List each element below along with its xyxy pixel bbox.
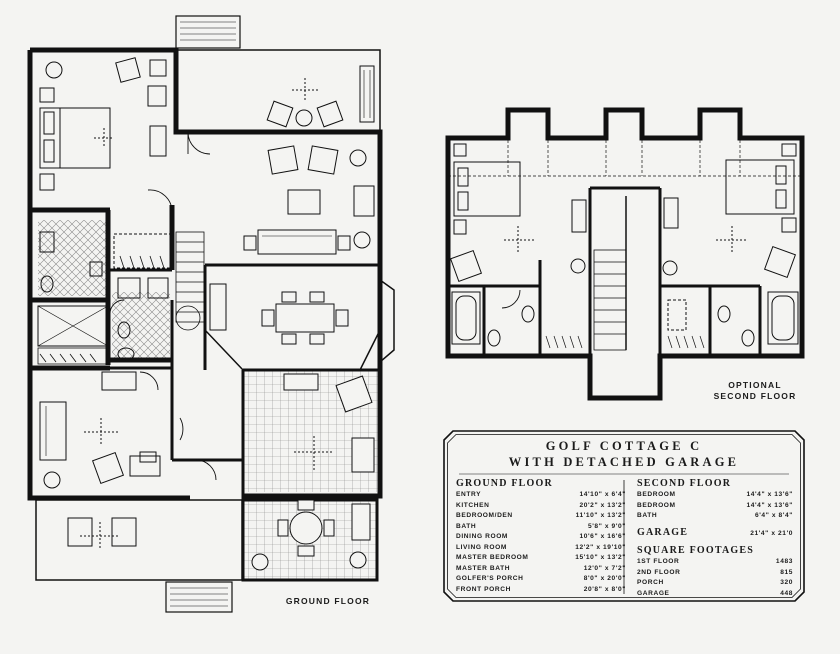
room-size: 6'4" x 8'4" — [755, 512, 793, 519]
room-row: BATH 6'4" x 8'4" — [637, 511, 793, 522]
front-steps — [175, 15, 241, 49]
second-floor-baths — [451, 291, 799, 349]
sqft-value: 1483 — [775, 558, 793, 565]
room-name: DINING ROOM — [456, 533, 509, 540]
room-name: BEDROOM — [637, 491, 676, 498]
front-porch-chairs — [67, 517, 137, 550]
legend-ground-floor-column: GROUND FLOOR ENTRY 14'10" x 6'4" KITCHEN 2… — [456, 478, 626, 595]
porch-chairs — [266, 65, 375, 128]
door-swings — [109, 131, 521, 481]
room-size: 14'10" x 6'4" — [579, 491, 626, 498]
room-row: MASTER BATH 12'0" x 7'2" — [456, 564, 626, 575]
room-name: BEDROOM/DEN — [456, 512, 513, 519]
second-floor-plan — [445, 107, 805, 401]
second-floor-bedroom-left — [449, 143, 587, 283]
room-size: 20'8" x 8'0" — [583, 585, 626, 593]
room-name: LIVING ROOM — [456, 543, 507, 551]
bath-fixtures — [37, 231, 171, 361]
room-size: 5'8" x 9'0" — [588, 522, 626, 530]
room-name: MASTER BATH — [456, 564, 511, 572]
room-size: 10'6" x 16'6" — [579, 533, 626, 540]
ground-floor-plan — [27, 15, 521, 613]
bath-tile-floor — [38, 220, 106, 296]
ground-floor-heading: GROUND FLOOR — [456, 478, 553, 489]
room-size: 14'4" x 13'6" — [746, 491, 793, 498]
master-bath-tile-floor — [112, 292, 170, 358]
second-floor-bedroom-right — [662, 143, 797, 279]
room-name: ENTRY — [456, 491, 482, 498]
staircase — [175, 231, 205, 331]
second-floor-caption-line2: SECOND FLOOR — [713, 391, 797, 401]
room-name: MASTER BEDROOM — [456, 554, 529, 561]
interior-walls — [36, 263, 380, 500]
room-row: LIVING ROOM 12'2" x 19'10" — [456, 543, 626, 554]
room-size: 12'0" x 7'2" — [583, 564, 626, 572]
living-room-furniture — [243, 145, 375, 255]
closets — [37, 255, 165, 365]
room-size: 15'10" x 13'2" — [575, 554, 626, 561]
second-floor-caption-line1: OPTIONAL — [728, 380, 782, 390]
second-floor-caption: OPTIONAL SECOND FLOOR — [705, 380, 805, 402]
legend-second-floor-column: SECOND FLOOR BEDROOM 14'4" x 13'6" BEDROO… — [637, 478, 793, 599]
sqft-row: 1ST FLOOR 1483 — [637, 557, 793, 568]
legend-title-line2: WITH DETACHED GARAGE — [508, 455, 740, 469]
porch-table — [251, 499, 371, 571]
room-size: 20'2" x 13'2" — [579, 501, 626, 509]
room-size: 12'2" x 19'10" — [575, 543, 626, 551]
room-name: BATH — [637, 512, 658, 519]
room-row: MASTER BEDROOM 15'10" x 13'2" — [456, 553, 626, 564]
second-floor-stairs — [593, 196, 627, 351]
room-row: GOLFER'S PORCH 8'0" x 20'0" — [456, 574, 626, 585]
dining-table — [209, 283, 349, 345]
legend-border — [443, 430, 805, 602]
sqft-label: GARAGE — [637, 589, 670, 597]
sqft-label: PORCH — [637, 579, 664, 586]
golfers-porch-outline — [176, 49, 381, 132]
room-row: BATH 5'8" x 9'0" — [456, 522, 626, 533]
sqft-label: 1ST FLOOR — [637, 558, 680, 565]
sqft-value: 448 — [780, 589, 793, 597]
front-porch-outline — [35, 499, 243, 581]
porch-steps — [165, 581, 233, 613]
room-name: KITCHEN — [456, 501, 490, 509]
room-name: GOLFER'S PORCH — [456, 575, 524, 582]
room-name: BEDROOM — [637, 501, 676, 509]
sqft-row: GARAGE 448 — [637, 589, 793, 600]
room-row: BEDROOM 14'4" x 13'6" — [637, 501, 793, 512]
garage-heading: GARAGE — [637, 526, 689, 538]
legend-panel: GOLF COTTAGE C WITH DETACHED GARAGE GROU… — [443, 430, 805, 602]
bedroom-chairs — [45, 57, 167, 157]
master-bed — [39, 87, 114, 191]
room-row: BEDROOM/DEN 11'10" x 13'2" — [456, 511, 626, 522]
room-row: FRONT PORCH 20'8" x 8'0" — [456, 585, 626, 596]
room-size: 14'4" x 13'6" — [746, 501, 793, 509]
garage-row: GARAGE 21'4" x 21'0 — [637, 526, 793, 540]
second-floor-heading: SECOND FLOOR — [637, 478, 732, 489]
room-name: BATH — [456, 522, 477, 530]
room-row: DINING ROOM 10'6" x 16'6" — [456, 532, 626, 543]
second-floor-interior — [448, 186, 762, 356]
room-size: 11'10" x 13'2" — [575, 512, 626, 519]
legend-title-line1: GOLF COTTAGE C — [545, 439, 703, 453]
room-row: BEDROOM 14'4" x 13'6" — [637, 490, 793, 501]
sqft-value: 320 — [780, 579, 793, 586]
room-row: KITCHEN 20'2" x 13'2" — [456, 501, 626, 512]
den-furniture — [39, 371, 161, 489]
sqft-row: 2ND FLOOR 815 — [637, 568, 793, 579]
ground-floor-caption: GROUND FLOOR — [285, 596, 371, 606]
square-footages-heading: SQUARE FOOTAGES — [637, 545, 754, 556]
kitchen-fixtures — [283, 373, 375, 473]
room-size: 8'0" x 20'0" — [583, 575, 626, 582]
sqft-label: 2ND FLOOR — [637, 568, 681, 576]
second-floor-exterior — [445, 107, 805, 401]
room-name: FRONT PORCH — [456, 585, 511, 593]
sqft-row: PORCH 320 — [637, 578, 793, 589]
sqft-value: 815 — [780, 568, 793, 576]
garage-size: 21'4" x 21'0 — [750, 529, 793, 537]
room-row: ENTRY 14'10" x 6'4" — [456, 490, 626, 501]
bay-window — [379, 279, 395, 363]
